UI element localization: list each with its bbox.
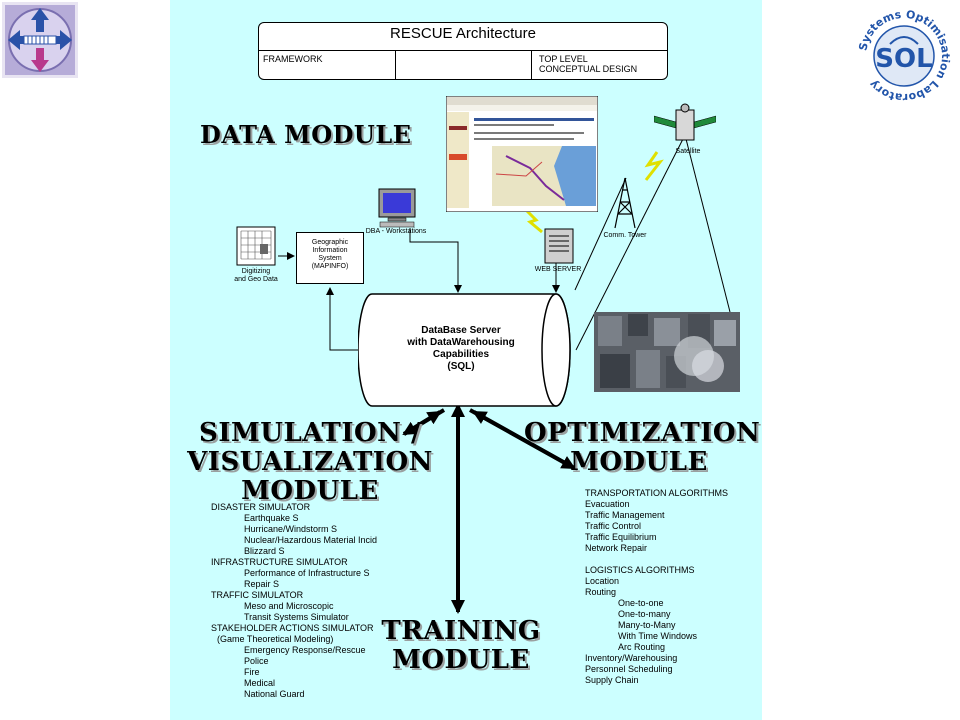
web-server-icon: [544, 228, 574, 264]
list-item: One-to-one: [618, 598, 664, 608]
database-server-cylinder-icon: [358, 293, 571, 407]
list-item: INFRASTRUCTURE SIMULATOR: [211, 557, 348, 567]
list-item: LOGISTICS ALGORITHMS: [585, 565, 695, 575]
dba-to-db-arrow: [409, 228, 462, 293]
list-item: One-to-many: [618, 609, 671, 619]
lightning-icon: [644, 151, 664, 181]
dba-workstation-label: DBA - Workstations: [365, 228, 427, 235]
title-box-divider: [531, 50, 532, 79]
list-item: Traffic Control: [585, 521, 642, 531]
list-item: Police: [244, 656, 269, 666]
list-item: Arc Routing: [618, 642, 666, 652]
title-box-divider: [395, 50, 396, 79]
tower-to-db-link: [574, 177, 627, 291]
database-server-label: DataBase Server with DataWarehousing Cap…: [407, 325, 515, 372]
list-item: Inventory/Warehousing: [585, 653, 678, 663]
training-module-heading: TRAINING MODULE: [381, 616, 541, 675]
comm-tower-label: Comm. Tower: [603, 232, 647, 239]
list-item: Hurricane/Windstorm S: [244, 524, 338, 534]
list-item: STAKEHOLDER ACTIONS SIMULATOR: [211, 623, 374, 633]
simulation-module-heading: SIMULATION / VISUALIZATION MODULE: [187, 418, 433, 506]
list-item: Transit Systems Simulator: [244, 612, 349, 622]
satellite-icon: [654, 103, 716, 141]
list-item: Evacuation: [585, 499, 630, 509]
lightning-icon: [524, 208, 543, 234]
list-item: TRAFFIC SIMULATOR: [211, 590, 304, 600]
svg-text:SOL: SOL: [875, 44, 932, 74]
list-item: Emergency Response/Rescue: [244, 645, 366, 655]
list-item: Meso and Microscopic: [244, 601, 334, 611]
city-aerial-photo-image: [594, 312, 740, 392]
framework-label: FRAMEWORK: [263, 54, 323, 64]
db-to-gis-arrow: [326, 287, 360, 351]
list-item: National Guard: [244, 689, 305, 699]
title-box-divider: [259, 50, 667, 51]
sol-logo: Systems Optimisation Laboratory SOL: [852, 4, 956, 108]
satellite-label: Satellite: [675, 148, 701, 155]
comm-tower-icon: [614, 177, 636, 229]
workstation-monitor-icon: [378, 188, 416, 228]
list-item: (Game Theoretical Modeling): [217, 634, 334, 644]
list-item: Fire: [244, 667, 260, 677]
list-item: Blizzard S: [244, 546, 285, 556]
data-module-heading: DATA MODULE: [200, 120, 412, 149]
list-item: Medical: [244, 678, 276, 688]
list-item: Repair S: [244, 579, 280, 589]
list-item: TRANSPORTATION ALGORITHMS: [585, 488, 729, 498]
list-item: Traffic Management: [585, 510, 665, 520]
list-item: Supply Chain: [585, 675, 639, 685]
list-item: Performance of Infrastructure S: [244, 568, 370, 578]
list-item: [585, 554, 728, 565]
digitizer-tablet-icon: [236, 226, 276, 266]
diagram-title: RESCUE Architecture: [390, 25, 536, 42]
list-item: With Time Windows: [618, 631, 698, 641]
sol-seal-icon: Systems Optimisation Laboratory SOL: [854, 6, 954, 106]
list-item: Nuclear/Hazardous Material Incid: [244, 535, 378, 545]
list-item: Earthquake S: [244, 513, 299, 523]
optimization-to-db-arrow: [472, 410, 575, 470]
optimization-module-heading: OPTIMIZATION MODULE: [524, 418, 761, 477]
title-box: RESCUE Architecture FRAMEWORK TOP LEVEL …: [258, 22, 668, 80]
list-item: Network Repair: [585, 543, 648, 553]
list-item: DISASTER SIMULATOR: [211, 502, 311, 512]
arrows-logo-icon: [2, 2, 78, 78]
gis-box: Geographic Information System (MAPINFO): [296, 232, 364, 284]
top-level-label: TOP LEVEL: [539, 54, 588, 64]
list-item: Routing: [585, 587, 617, 597]
conceptual-design-label: CONCEPTUAL DESIGN: [539, 64, 638, 74]
web-server-label: WEB SERVER: [534, 266, 582, 273]
list-item: Personnel Scheduling: [585, 664, 673, 674]
satellite-to-photo-link: [684, 134, 731, 313]
website-screenshot-image: [446, 96, 598, 212]
simulation-to-db-arrow: [402, 410, 442, 436]
list-item: Many-to-Many: [618, 620, 676, 630]
digitizing-label: Digitizing and Geo Data: [234, 268, 278, 283]
list-item: Traffic Equilibrium: [585, 532, 657, 542]
list-item: Location: [585, 576, 620, 586]
